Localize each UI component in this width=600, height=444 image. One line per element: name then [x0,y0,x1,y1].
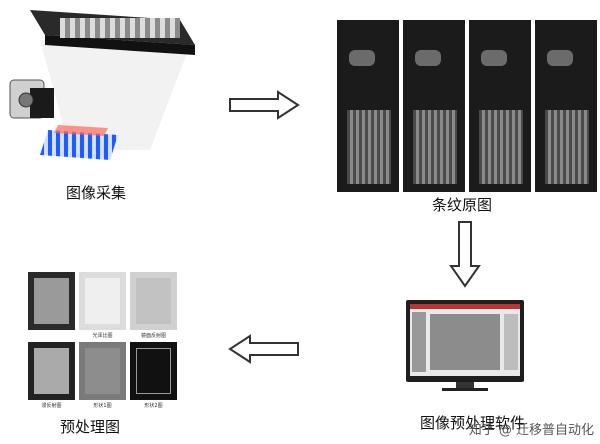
preprocess-image [79,272,126,330]
software-label: 图像预处理软件 [420,414,526,432]
fringe-image-grid [337,20,599,200]
preprocess-image [79,342,126,400]
fringe-image [535,20,597,108]
preprocess-image [130,342,177,400]
camera-icon [9,79,54,119]
acquisition-illustration [0,0,230,170]
preprocess-caption: 形状2图 [144,403,163,409]
arrow-left-icon [228,334,299,364]
preprocess-image [28,272,75,330]
preprocess-image [28,342,75,400]
preprocess-image [130,272,177,330]
acquisition-label: 图像采集 [66,184,127,202]
preprocess-caption: 形状1图 [93,403,112,409]
arrow-down-icon [449,221,481,288]
preprocess-label: 预处理图 [60,418,121,436]
fringe-image [535,104,597,192]
preprocess-caption: 光泽比图 [92,333,113,339]
fringe-image [337,104,399,192]
fringe-image [469,20,531,108]
software-monitor [406,300,524,392]
arrow-right-icon [229,90,300,120]
preprocess-caption: 镜面反射图 [140,333,166,339]
fringe-image [403,104,465,192]
light-projector-icon [9,10,195,160]
watermark: 知乎 @ 迁移普自动化 [468,423,594,438]
fringe-image [403,20,465,108]
fringe-image [469,104,531,192]
fringe-image [337,20,399,108]
preprocess-grid: 光泽比图 镜面反射图 漫反射图 形状1图 形状2图 [28,272,178,418]
fringe-label: 条纹原图 [432,196,493,214]
preprocess-caption: 漫反射图 [41,403,62,409]
